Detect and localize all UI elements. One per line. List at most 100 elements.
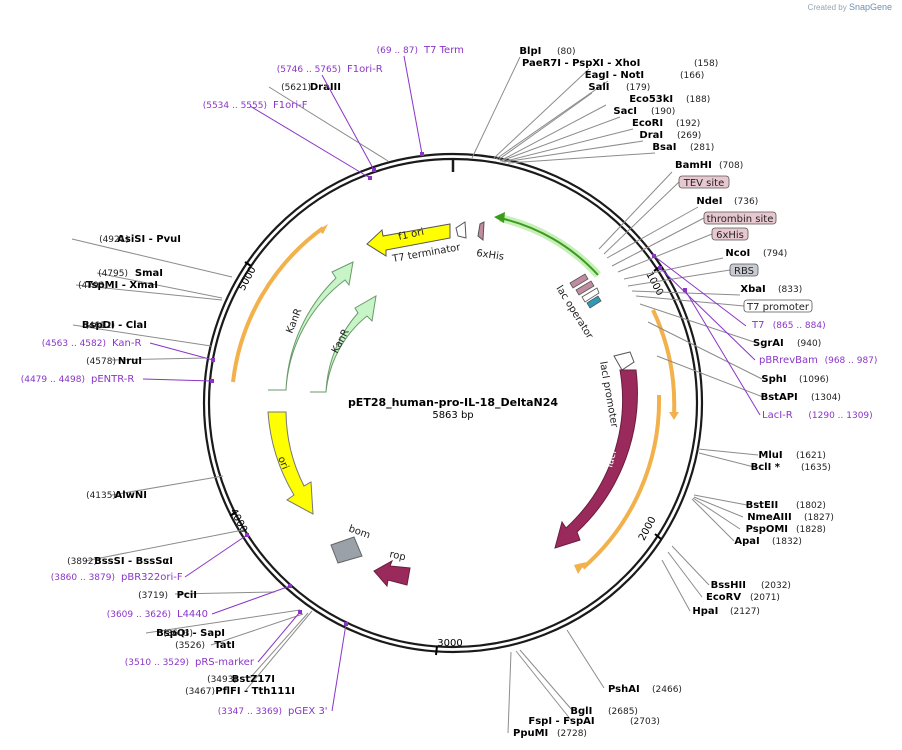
enzyme-eco53ki[interactable]: Eco53kI xyxy=(629,94,673,105)
enzyme-bsssi[interactable]: BssSI - BssSαI xyxy=(94,556,173,567)
enzyme-ecori[interactable]: EcoRI xyxy=(632,118,663,129)
enzyme-pos-ppumi: (2728) xyxy=(557,729,587,739)
enzyme-bgli[interactable]: BglI xyxy=(570,706,592,717)
primer-leader-pentr-r xyxy=(142,378,213,382)
enzyme-ecorv[interactable]: EcoRV xyxy=(706,592,741,603)
box-6xhis[interactable] xyxy=(711,227,749,241)
primer-pos-t7-term: (69 .. 87) xyxy=(377,46,418,56)
map-title: pET28_human-pro-IL-18_DeltaN24 xyxy=(348,396,558,409)
enzyme-xbai[interactable]: XbaI xyxy=(740,284,765,295)
box-t7-promoter[interactable] xyxy=(743,299,813,313)
box-label-6xhis: 6xHis xyxy=(716,230,744,241)
enzyme-tspmi[interactable]: TspMI - XmaI xyxy=(86,280,158,291)
enzyme-draiii[interactable]: DraIII xyxy=(310,82,341,93)
primer-l4440[interactable]: L4440 xyxy=(177,609,208,620)
enzyme-ndei[interactable]: NdeI xyxy=(696,196,722,207)
enzyme-tati[interactable]: TatI xyxy=(214,640,235,651)
enzyme-pspomi[interactable]: PspOMI xyxy=(746,524,788,535)
box-rbs[interactable] xyxy=(729,263,759,277)
enzyme-nmeaiii[interactable]: NmeAIII xyxy=(747,512,791,523)
enzyme-bsai[interactable]: BsaI xyxy=(652,142,676,153)
label-rop: rop xyxy=(388,549,406,563)
ori-arrow xyxy=(267,411,314,515)
enzyme-pflfi[interactable]: PflFI - Tth111I xyxy=(215,686,295,697)
primer-pbr322ori-f[interactable]: pBR322ori-F xyxy=(121,572,183,583)
enzyme-apai[interactable]: ApaI xyxy=(734,536,759,547)
box-label-tev-site: TEV site xyxy=(683,178,725,189)
leader-pshai xyxy=(566,629,605,689)
enzyme-fspi[interactable]: FspI - FspAI xyxy=(528,716,594,727)
primer-laci-r[interactable]: LacI-R xyxy=(762,410,793,421)
primer-mark-pentr-r xyxy=(210,379,214,383)
enzyme-bcli[interactable]: BclI * xyxy=(751,462,781,473)
enzyme-pos-alwni: (4135) xyxy=(86,491,116,501)
enzyme-pcii[interactable]: PciI xyxy=(177,590,197,601)
enzyme-ncoi[interactable]: NcoI xyxy=(725,248,750,259)
primer-leader-pbrrevbam xyxy=(659,267,756,361)
enzyme-hpai[interactable]: HpaI xyxy=(692,606,718,617)
bom-box xyxy=(330,536,363,564)
enzyme-alwni[interactable]: AlwNI xyxy=(115,490,148,501)
insert-glow xyxy=(499,214,601,278)
kanr-outer-arrow xyxy=(268,261,354,391)
enzyme-pos-bsai: (281) xyxy=(690,143,714,153)
primer-t7-term[interactable]: T7 Term xyxy=(423,45,464,56)
enzyme-saci[interactable]: SacI xyxy=(613,106,637,117)
enzyme-mlui[interactable]: MluI xyxy=(758,450,782,461)
primer-pgex-3[interactable]: pGEX 3' xyxy=(288,706,328,717)
primer-pos-t7: (865 .. 884) xyxy=(773,321,826,331)
enzyme-sali[interactable]: SalI xyxy=(588,82,609,93)
enzyme-bspdi[interactable]: BspDI - ClaI xyxy=(82,320,147,331)
leader-smai xyxy=(96,272,223,299)
enzyme-sgrai[interactable]: SgrAI xyxy=(753,338,784,349)
leader-sgrai xyxy=(639,303,758,344)
leader-pflfi xyxy=(245,610,313,691)
enzyme-bstz17i[interactable]: BstZ17I xyxy=(232,674,275,685)
enzyme-ppumi[interactable]: PpuMI xyxy=(513,728,548,739)
enzyme-eagi[interactable]: EagI - NotI xyxy=(585,70,644,81)
enzyme-asisi[interactable]: AsiSI - PvuI xyxy=(117,234,181,245)
enzyme-pos-nmeaiii: (1827) xyxy=(804,513,834,523)
enzyme-pos-pspomi: (1828) xyxy=(796,525,826,535)
primer-f1ori-f[interactable]: F1ori-F xyxy=(273,100,308,111)
leader-tati xyxy=(210,613,304,646)
leader-ecorv xyxy=(667,551,703,598)
box-thrombin-site[interactable] xyxy=(703,211,777,225)
enzyme-drai[interactable]: DraI xyxy=(639,130,663,141)
enzyme-pos-ncoi: (794) xyxy=(763,249,787,259)
enzyme-smai[interactable]: SmaI xyxy=(135,268,163,279)
enzyme-bsteii[interactable]: BstEII xyxy=(746,500,779,511)
enzyme-pshai[interactable]: PshAI xyxy=(608,684,640,695)
enzyme-pos-bstapi: (1304) xyxy=(811,393,841,403)
primer-pos-l4440: (3609 .. 3626) xyxy=(107,610,171,620)
label-laci-promoter: lacI promoter xyxy=(597,361,620,430)
enzyme-pos-eagi: (166) xyxy=(680,71,704,81)
primer-kan-r[interactable]: Kan-R xyxy=(112,338,141,349)
box-leader-thrombin-site xyxy=(611,217,705,267)
enzyme-bspqi[interactable]: BspQI - SapI xyxy=(156,628,225,639)
primer-t7[interactable]: T7 xyxy=(751,320,764,331)
primer-leader-kan-r xyxy=(149,342,214,361)
box-tev-site[interactable] xyxy=(678,175,730,189)
primer-pbrrevbam[interactable]: pBRrevBam xyxy=(759,355,818,366)
primer-f1ori-r[interactable]: F1ori-R xyxy=(347,64,383,75)
enzyme-paer7i[interactable]: PaeR7I - PspXI - XhoI xyxy=(522,58,640,69)
primer-pentr-r[interactable]: pENTR-R xyxy=(91,374,134,385)
enzyme-pos-bsssi: (3892) xyxy=(67,557,97,567)
primer-mark-laci-r xyxy=(683,288,687,292)
primer-leader-pgex-3 xyxy=(331,623,347,712)
leader-bstz17i xyxy=(249,612,309,679)
enzyme-sphi[interactable]: SphI xyxy=(761,374,786,385)
enzyme-bamhi[interactable]: BamHI xyxy=(675,160,712,171)
primer-prs-marker[interactable]: pRS-marker xyxy=(195,657,255,668)
enzyme-bstapi[interactable]: BstAPI xyxy=(761,392,798,403)
box-label-t7-promoter: T7 promoter xyxy=(746,302,810,313)
insert-arc-head xyxy=(494,212,505,223)
enzyme-nrui[interactable]: NruI xyxy=(118,356,142,367)
enzyme-blpi[interactable]: BlpI xyxy=(519,46,541,57)
primer-mark-pgex-3 xyxy=(344,622,348,626)
leader-pcii xyxy=(174,591,276,595)
enzyme-pos-apai: (1832) xyxy=(772,537,802,547)
enzyme-bsshii[interactable]: BssHII xyxy=(711,580,746,591)
